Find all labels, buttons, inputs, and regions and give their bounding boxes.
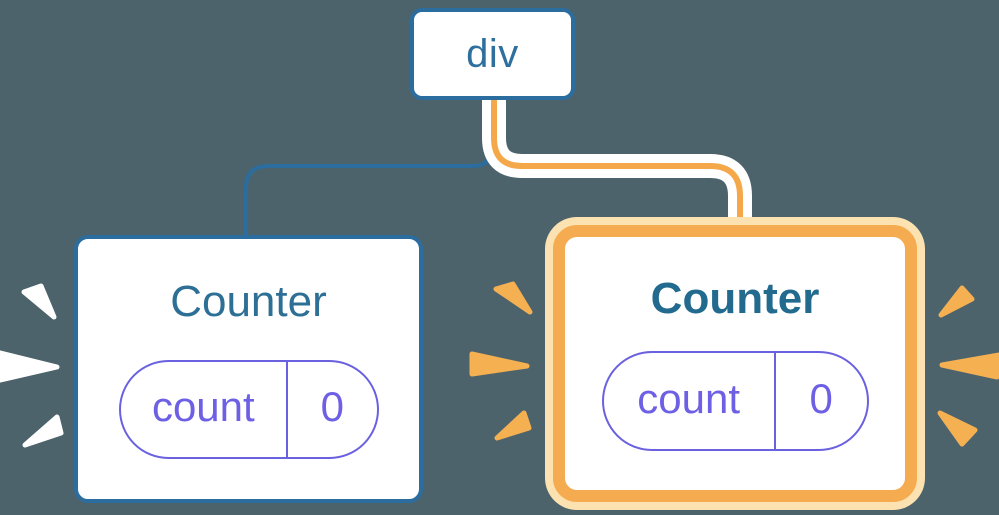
spark-icon [938, 285, 975, 318]
spark-icon [0, 350, 60, 383]
root-node-div: div [410, 8, 575, 100]
counter-title: Counter [170, 276, 327, 326]
counter-card-right: Counter count 0 [553, 225, 917, 502]
spark-icon [493, 281, 533, 315]
edge-root-to-left-counter [244, 98, 494, 240]
spark-icon [939, 352, 999, 380]
spark-icon [937, 410, 978, 447]
state-value: 0 [809, 374, 833, 422]
counter-title: Counter [650, 273, 820, 323]
state-value: 0 [320, 383, 345, 430]
emphasis-sparks-right [937, 285, 999, 447]
spark-icon [469, 351, 530, 377]
spark-icon [21, 283, 57, 320]
edge-root-to-right-counter [491, 95, 743, 232]
state-pill: count 0 [601, 350, 869, 451]
counter-card-right-highlight-ring: Counter count 0 [545, 217, 925, 510]
spark-icon [494, 410, 532, 441]
counter-card-left: Counter count 0 [74, 235, 423, 503]
state-key: count [604, 352, 776, 449]
root-node-label: div [466, 31, 519, 76]
emphasis-sparks-left [0, 283, 64, 448]
spark-icon [22, 414, 64, 448]
emphasis-sparks-middle [469, 281, 533, 441]
state-key: count [121, 361, 289, 457]
state-pill: count 0 [118, 359, 379, 459]
